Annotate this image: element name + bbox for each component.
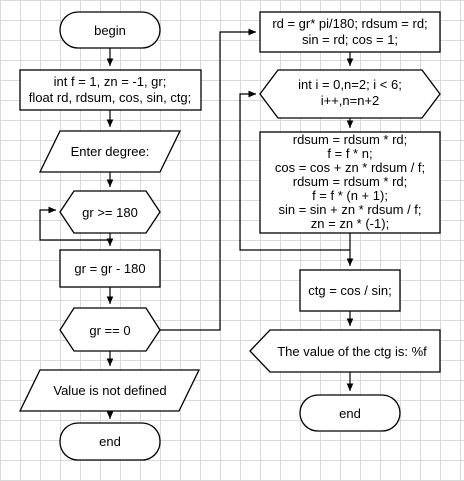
node-body-line-1: rdsum = rdsum * rd; [293,132,408,147]
node-body-line-3: cos = cos + zn * rdsum / f; [275,160,425,175]
node-loop-body: rdsum = rdsum * rd; f = f * n; cos = cos… [259,131,441,234]
edges [39,28,354,419]
node-subtract-label: gr = gr - 180 [74,261,145,276]
node-body-line-5: f = f * (n + 1); [312,188,388,203]
node-end-left: end [59,422,161,461]
node-undefined-label: Value is not defined [53,383,166,398]
node-cond1-label: gr >= 180 [82,205,138,220]
node-body-line-6: sin = sin + zn * rdsum / f; [278,202,421,217]
node-body-line-4: rdsum = rdsum * rd; [293,174,408,189]
node-subtract: gr = gr - 180 [59,249,161,288]
node-begin: begin [59,11,161,49]
node-declare-line-1: int f = 1, zn = -1, gr; [54,74,167,89]
node-end-right: end [299,394,401,432]
node-end1-label: end [99,434,121,449]
node-enter-degree: Enter degree: [38,130,182,173]
node-cond2-label: gr == 0 [89,323,130,338]
node-value-undefined: Value is not defined [18,369,201,412]
node-output: The value of the ctg is: %f [249,329,441,373]
node-loop: int i = 0,n=2; i < 6; i++,n=n+2 [259,69,441,119]
node-cond-gr-ge-180: gr >= 180 [59,190,161,234]
node-begin-label: begin [94,23,126,38]
node-loop-line-2: i++,n=n+2 [321,93,380,108]
node-init-line-1: rd = gr* pi/180; rdsum = rd; [272,16,427,31]
node-end2-label: end [339,406,361,421]
node-enter-label: Enter degree: [71,144,150,159]
edge-cond2-init [160,28,256,331]
edge-loop-back [39,206,110,241]
node-ctg-label: ctg = cos / sin; [308,283,391,298]
node-body-line-2: f = f * n; [327,146,372,161]
node-declare-line-2: float rd, rdsum, cos, sin, ctg; [29,90,192,105]
edge-body-loopback [239,90,350,251]
node-init-line-2: sin = rd; cos = 1; [302,32,398,47]
node-body-line-7: zn = zn * (-1); [311,216,389,231]
node-declare: int f = 1, zn = -1, gr; float rd, rdsum,… [19,69,202,111]
node-cond-gr-eq-0: gr == 0 [59,307,161,352]
node-loop-line-1: int i = 0,n=2; i < 6; [298,77,402,92]
node-ctg: ctg = cos / sin; [299,269,401,312]
node-output-label: The value of the ctg is: %f [277,344,427,359]
node-init: rd = gr* pi/180; rdsum = rd; sin = rd; c… [259,11,441,53]
